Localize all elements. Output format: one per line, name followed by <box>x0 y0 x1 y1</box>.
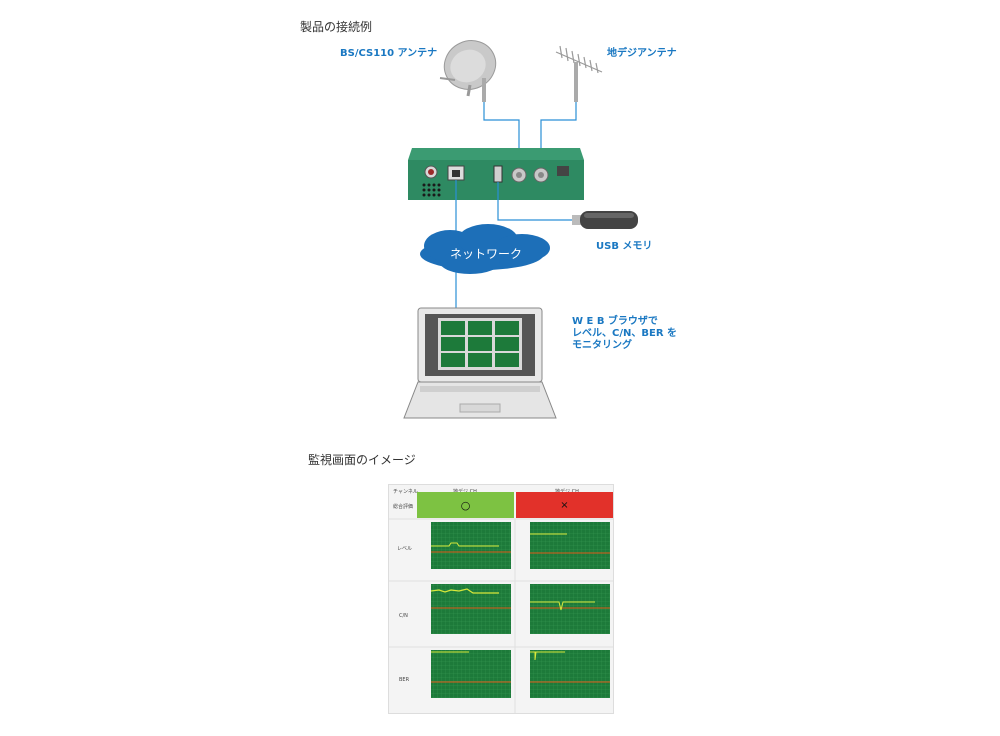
bs-antenna-label: BS/CS110 アンテナ <box>340 48 438 59</box>
connection-example-heading: 製品の接続例 <box>300 20 373 34</box>
monitor-screen-heading: 監視画面のイメージ <box>308 453 416 467</box>
usb-memory-label: USB メモリ <box>596 241 653 252</box>
status-ng-mark: × <box>560 499 569 511</box>
row-label-ber: BER <box>399 677 410 683</box>
usb-memory-icon <box>572 211 638 229</box>
terrestrial-antenna-label: 地デジアンテナ <box>607 48 677 59</box>
terrestrial-antenna-icon <box>555 45 603 102</box>
status-ok-mark: ○ <box>460 498 471 512</box>
satellite-dish-icon <box>439 40 497 102</box>
status-ok-cell: ○ <box>417 492 514 518</box>
chart-level-ch2 <box>530 522 610 569</box>
web-browser-label-2: レベル、C/N、BER を <box>572 328 677 339</box>
web-browser-label-3: モニタリング <box>572 340 632 351</box>
connection-diagram: ネットワーク <box>403 40 638 419</box>
chart-ber-ch2 <box>530 650 610 698</box>
status-ng-cell: × <box>516 492 613 518</box>
status-label: 総合評価 <box>393 504 414 510</box>
receiver-device-icon <box>408 148 584 200</box>
chart-ber-ch1 <box>431 650 511 698</box>
monitor-screen: チャンネル 地デジ CH 地デジ CH 総合評価 ○ × レベル C/N BER <box>388 484 614 714</box>
channel-header-label: チャンネル <box>393 489 418 495</box>
laptop-icon <box>403 307 557 419</box>
network-label: ネットワーク <box>450 247 522 261</box>
monitor-charts <box>389 518 613 713</box>
web-browser-label-1: W E B ブラウザで <box>572 316 658 327</box>
chart-level-ch1 <box>431 522 511 569</box>
row-label-level: レベル <box>397 546 413 552</box>
chart-cn-ch2 <box>530 584 610 634</box>
chart-cn-ch1 <box>430 584 511 634</box>
network-cloud-icon <box>420 224 550 274</box>
row-label-cn: C/N <box>399 613 408 619</box>
